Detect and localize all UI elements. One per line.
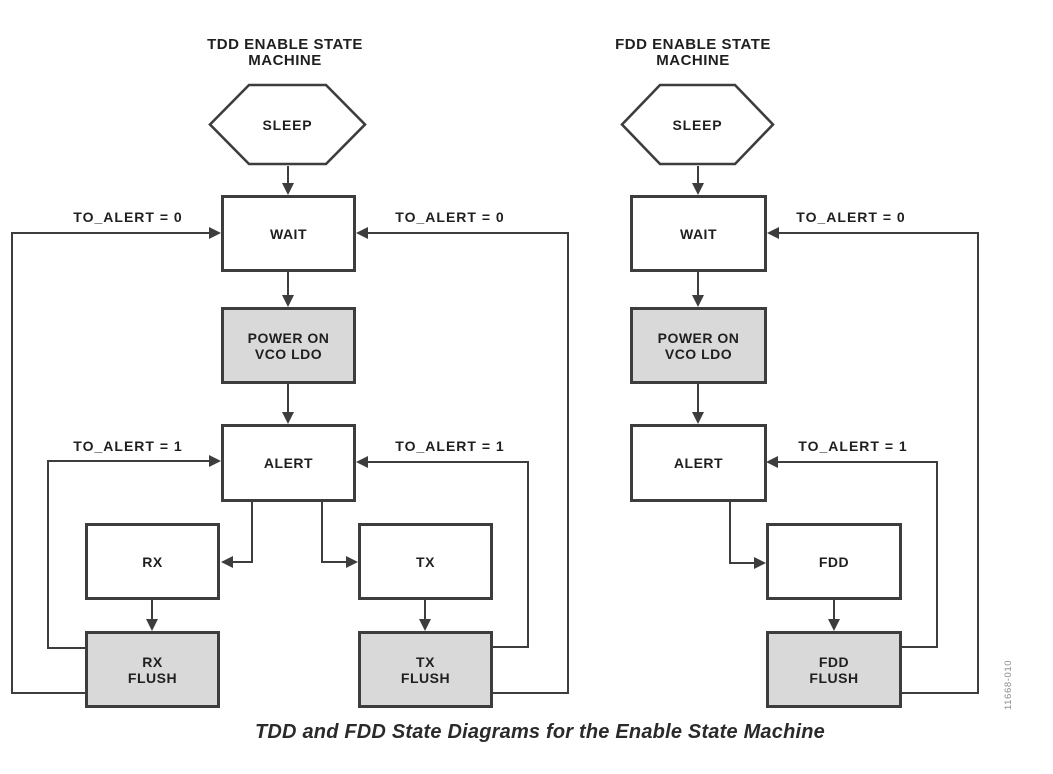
- tdd-diagram-title: TDD ENABLE STATE MACHINE: [207, 36, 363, 69]
- tdd-loop-rxflush-to-wait-vertical: [11, 232, 13, 694]
- fdd-state-fdd-flush: FDD FLUSH: [766, 631, 902, 708]
- hexagon-shape: [208, 83, 367, 166]
- fdd-state-wait: WAIT: [630, 195, 767, 272]
- tdd-state-tx: TX: [358, 523, 493, 600]
- tdd-label-to-alert-1-right: TO_ALERT = 1: [395, 438, 505, 454]
- fdd-arrowhead-fdd-to-fddflush: [828, 619, 840, 631]
- tdd-connector-poweron-to-alert: [287, 383, 289, 415]
- tdd-arrowhead-tx-to-txflush: [419, 619, 431, 631]
- fdd-loop-fddflush-to-alert-top: [778, 461, 937, 463]
- tdd-connector-sleep-to-wait: [287, 166, 289, 186]
- tdd-state-tx-flush: TX FLUSH: [358, 631, 493, 708]
- tdd-arrowhead-txflush-to-wait: [356, 227, 368, 239]
- tdd-loop-rxflush-to-wait-top: [11, 232, 209, 234]
- fdd-arrowhead-poweron-to-alert: [692, 412, 704, 424]
- fdd-connector-poweron-to-alert: [697, 383, 699, 415]
- tdd-state-sleep: SLEEP: [208, 83, 367, 166]
- tdd-loop-txflush-to-wait-top: [368, 232, 568, 234]
- tdd-arrowhead-rxflush-to-alert: [209, 455, 221, 467]
- tdd-connector-wait-to-poweron: [287, 272, 289, 297]
- tdd-connector-tx-to-txflush: [424, 600, 426, 620]
- fdd-label-to-alert-0: TO_ALERT = 0: [796, 209, 906, 225]
- tdd-connector-alert-to-tx-vertical: [321, 502, 323, 563]
- fdd-arrowhead-fddflush-to-alert: [766, 456, 778, 468]
- tdd-state-rx: RX: [85, 523, 220, 600]
- fdd-loop-fddflush-to-wait-bottom: [902, 692, 979, 694]
- tdd-label-to-alert-0-left: TO_ALERT = 0: [73, 209, 183, 225]
- tdd-connector-alert-to-rx-horizontal: [233, 561, 253, 563]
- tdd-label-to-alert-0-right: TO_ALERT = 0: [395, 209, 505, 225]
- tdd-state-alert: ALERT: [221, 424, 356, 502]
- tdd-loop-txflush-to-wait-vertical: [567, 232, 569, 694]
- fdd-loop-fddflush-to-wait-top: [779, 232, 978, 234]
- tdd-label-to-alert-1-left: TO_ALERT = 1: [73, 438, 183, 454]
- fdd-state-fdd: FDD: [766, 523, 902, 600]
- tdd-connector-rx-to-rxflush: [151, 600, 153, 620]
- tdd-loop-txflush-to-alert-bottom: [493, 646, 529, 648]
- tdd-arrowhead-rx-to-rxflush: [146, 619, 158, 631]
- tdd-connector-alert-to-rx-vertical: [251, 502, 253, 563]
- tdd-loop-rxflush-to-alert-vertical: [47, 460, 49, 649]
- tdd-arrowhead-poweron-to-alert: [282, 412, 294, 424]
- fdd-state-power-on-vco-ldo: POWER ON VCO LDO: [630, 307, 767, 384]
- fdd-arrowhead-fddflush-to-wait: [767, 227, 779, 239]
- tdd-sleep-label: SLEEP: [262, 116, 313, 133]
- tdd-arrowhead-wait-to-poweron: [282, 295, 294, 307]
- fdd-state-alert: ALERT: [630, 424, 767, 502]
- tdd-arrowhead-alert-to-tx: [346, 556, 358, 568]
- fdd-arrowhead-sleep-to-wait: [692, 183, 704, 195]
- fdd-connector-alert-to-fdd-vertical: [729, 502, 731, 564]
- hexagon-shape: [620, 83, 775, 166]
- fdd-loop-fddflush-to-wait-vertical: [977, 232, 979, 694]
- tdd-loop-txflush-to-alert-vertical: [527, 461, 529, 648]
- figure-caption: TDD and FDD State Diagrams for the Enabl…: [255, 721, 825, 743]
- tdd-loop-rxflush-to-wait-bottom: [11, 692, 85, 694]
- tdd-arrowhead-sleep-to-wait: [282, 183, 294, 195]
- tdd-loop-rxflush-to-alert-bottom: [47, 647, 85, 649]
- tdd-loop-txflush-to-wait-bottom: [493, 692, 569, 694]
- fdd-connector-alert-to-fdd-horizontal: [729, 562, 755, 564]
- fdd-connector-fdd-to-fddflush: [833, 600, 835, 620]
- tdd-loop-txflush-to-alert-top: [368, 461, 528, 463]
- fdd-arrowhead-wait-to-poweron: [692, 295, 704, 307]
- fdd-diagram-title: FDD ENABLE STATE MACHINE: [615, 36, 771, 69]
- figure-number: 11668-010: [1003, 659, 1014, 710]
- fdd-connector-sleep-to-wait: [697, 166, 699, 186]
- fdd-state-sleep: SLEEP: [620, 83, 775, 166]
- tdd-connector-alert-to-tx-horizontal: [321, 561, 346, 563]
- tdd-loop-rxflush-to-alert-top: [47, 460, 209, 462]
- fdd-connector-wait-to-poweron: [697, 272, 699, 297]
- fdd-loop-fddflush-to-alert-vertical: [936, 461, 938, 648]
- fdd-arrowhead-alert-to-fdd: [754, 557, 766, 569]
- fdd-sleep-label: SLEEP: [672, 116, 723, 133]
- tdd-state-rx-flush: RX FLUSH: [85, 631, 220, 708]
- fdd-loop-fddflush-to-alert-bottom: [902, 646, 938, 648]
- tdd-arrowhead-alert-to-rx: [221, 556, 233, 568]
- tdd-arrowhead-txflush-to-alert: [356, 456, 368, 468]
- tdd-state-power-on-vco-ldo: POWER ON VCO LDO: [221, 307, 356, 384]
- tdd-arrowhead-rxflush-to-wait: [209, 227, 221, 239]
- tdd-state-wait: WAIT: [221, 195, 356, 272]
- fdd-label-to-alert-1: TO_ALERT = 1: [798, 438, 908, 454]
